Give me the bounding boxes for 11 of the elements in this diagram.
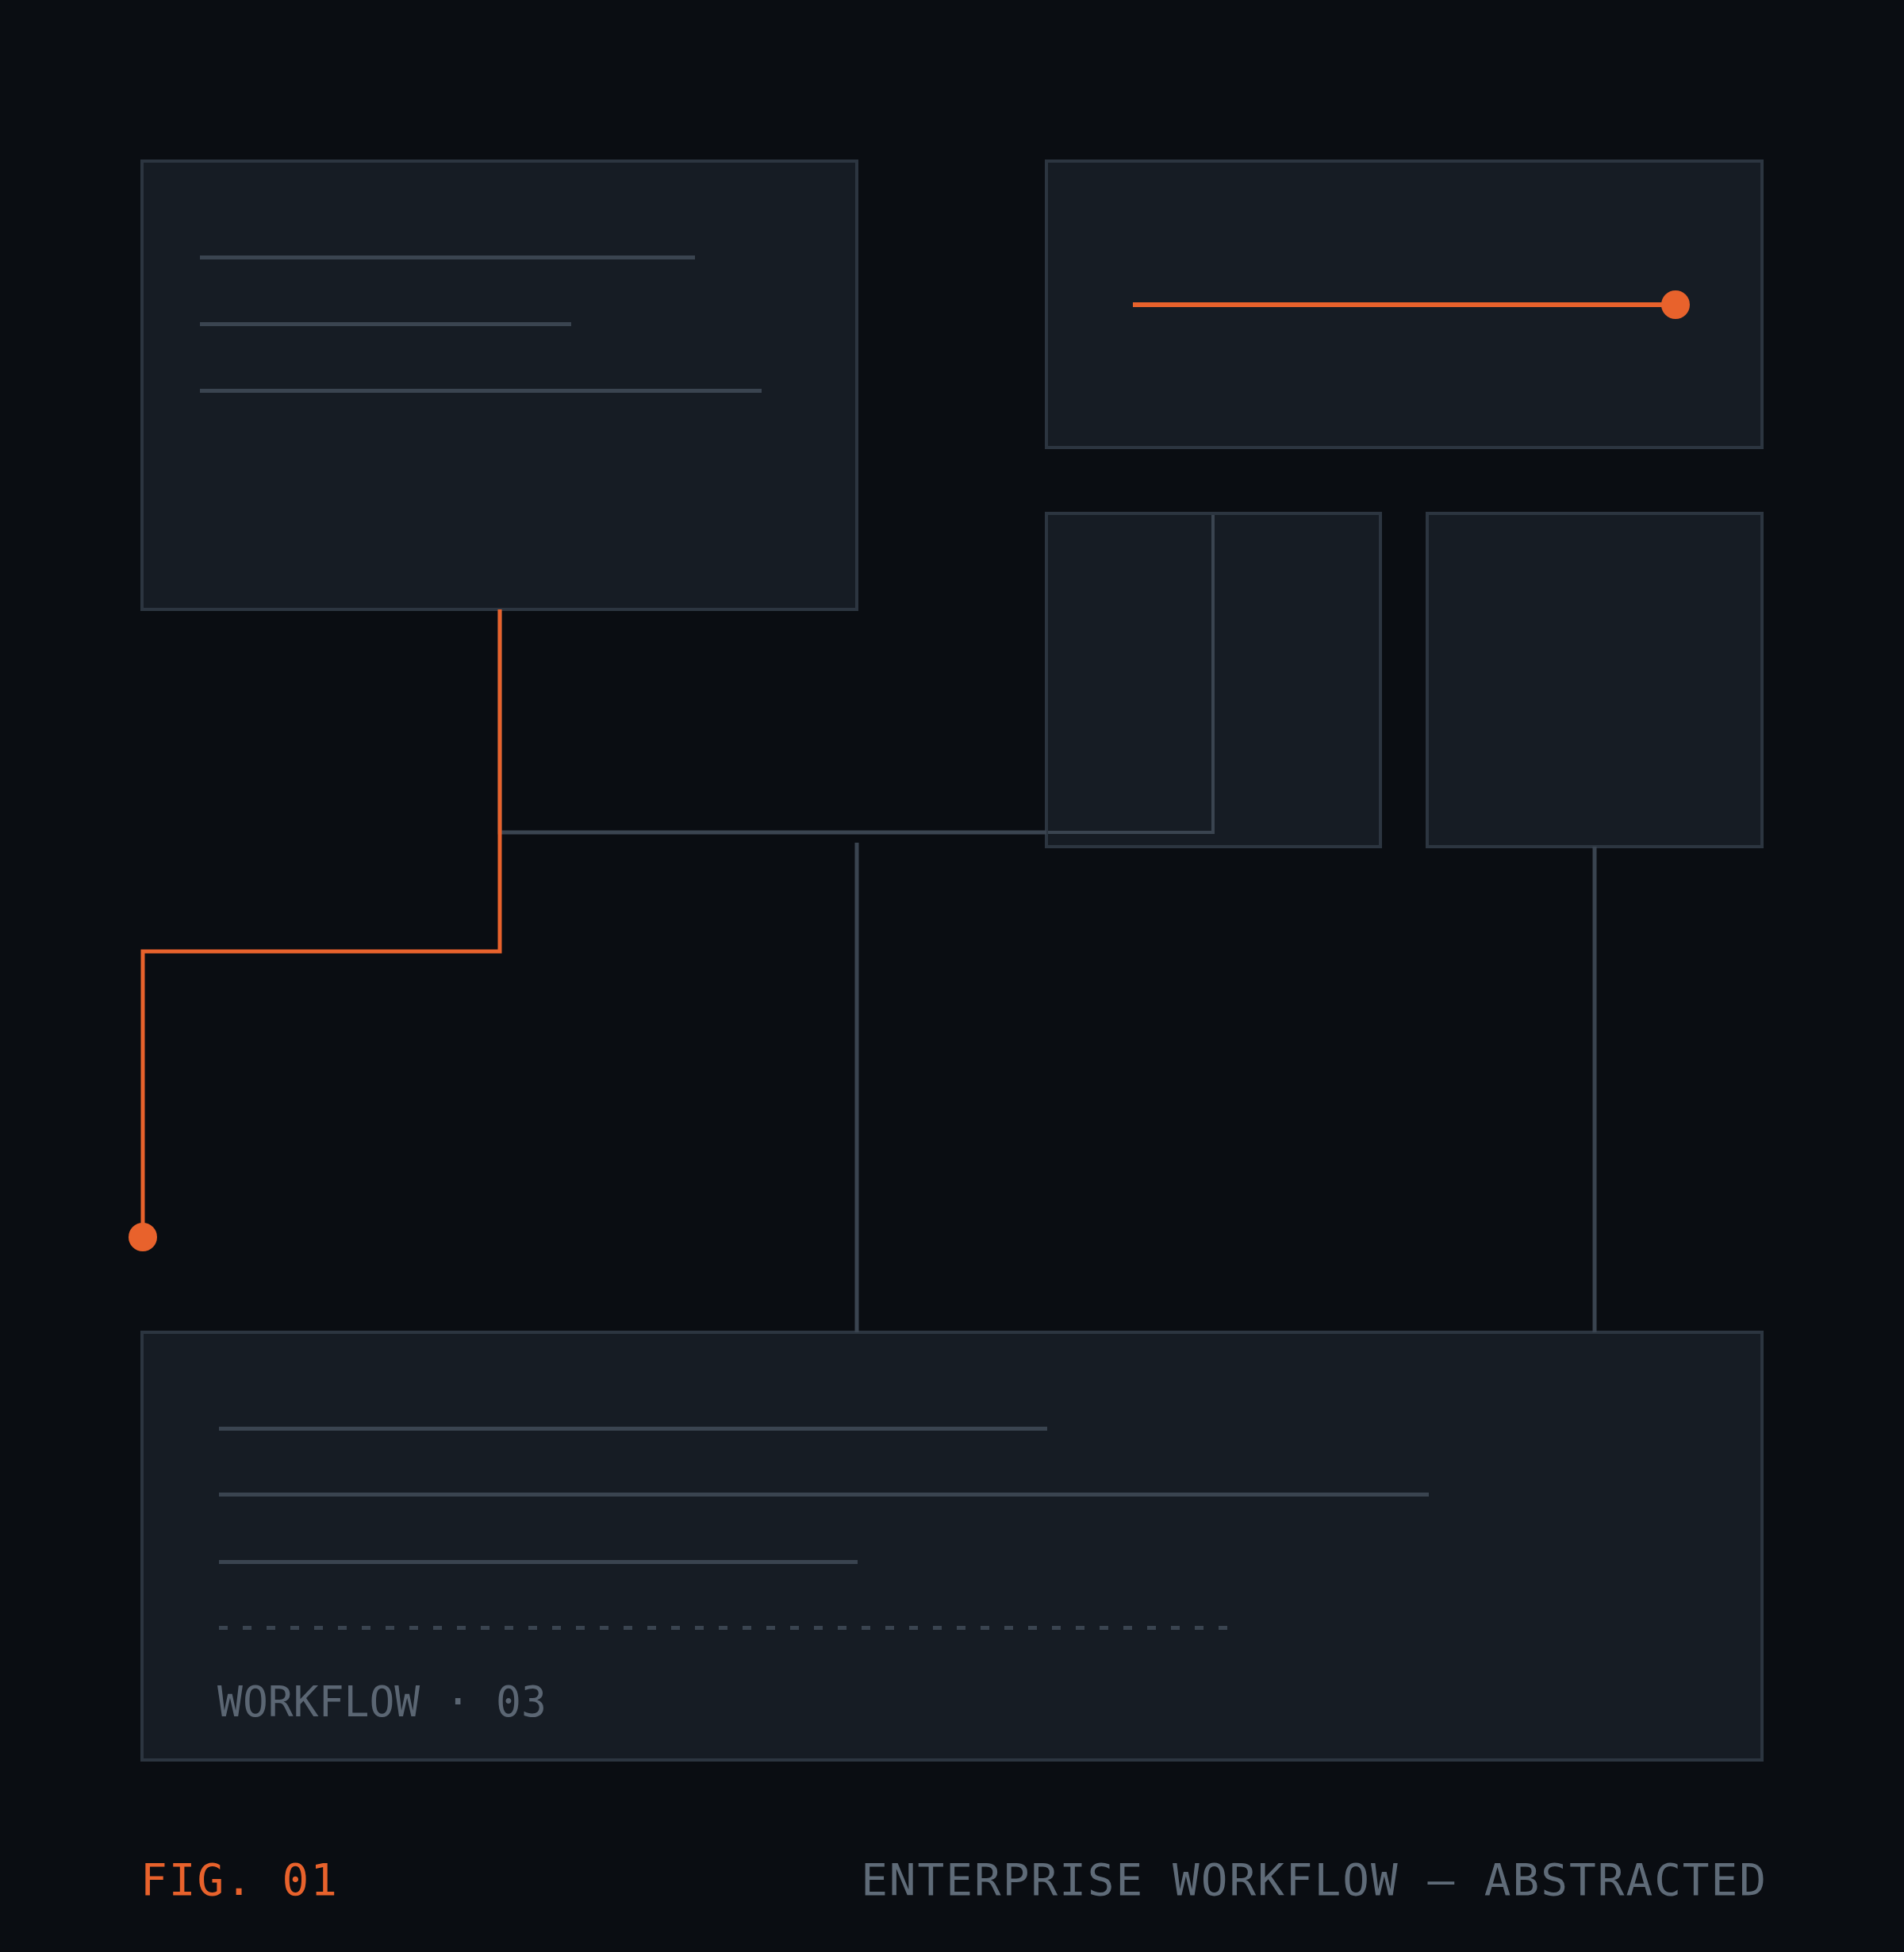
panel — [1426, 512, 1764, 848]
figure-caption: ENTERPRISE WORKFLOW — ABSTRACTED — [861, 1858, 1768, 1902]
connector-line — [1592, 847, 1597, 1332]
panel — [1045, 159, 1764, 449]
panel — [140, 159, 858, 611]
figure-number: FIG. 01 — [140, 1858, 339, 1902]
connector-line — [854, 843, 859, 1332]
connector-line — [129, 609, 502, 1251]
panel-label: WORKFLOW · 03 — [217, 1681, 547, 1723]
panel — [1045, 512, 1382, 848]
panel — [140, 1331, 1764, 1762]
